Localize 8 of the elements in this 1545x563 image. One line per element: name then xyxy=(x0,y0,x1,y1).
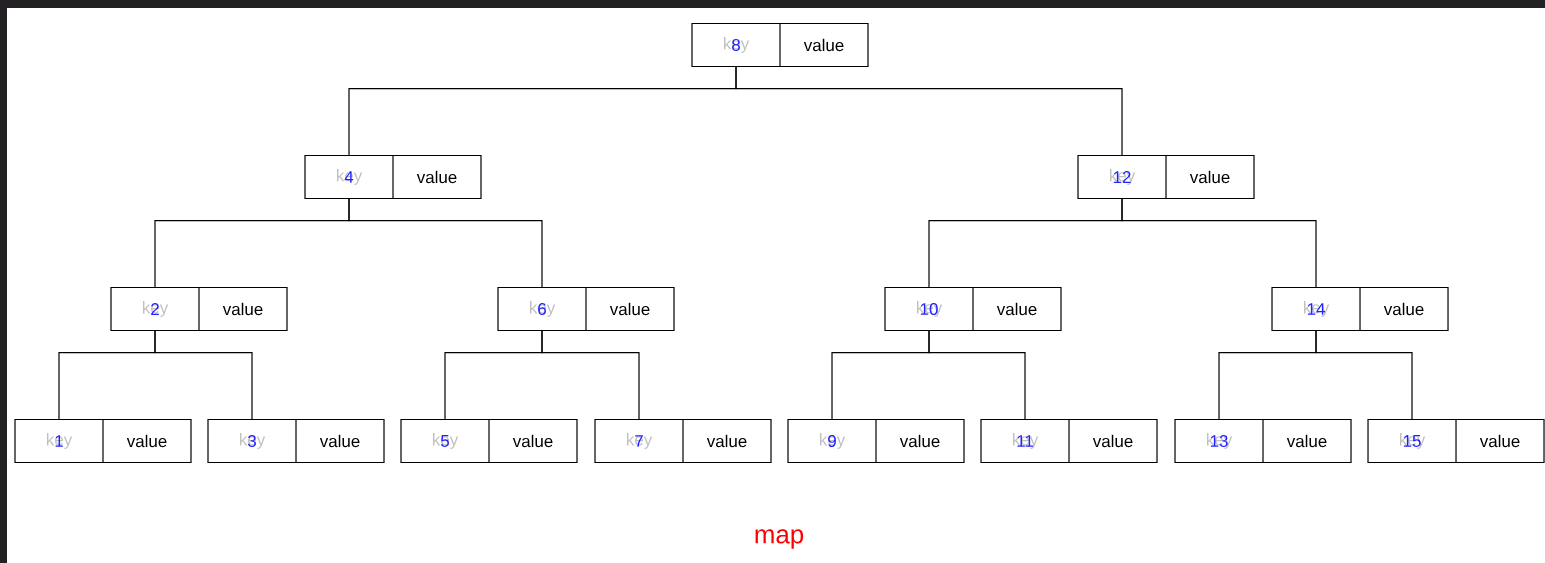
tree-connector xyxy=(348,198,543,288)
tree-connector xyxy=(1315,330,1413,420)
tree-connector xyxy=(735,66,1123,156)
tree-connector xyxy=(1121,198,1317,288)
tree-connector xyxy=(154,330,253,420)
caption: map xyxy=(755,529,804,549)
tree-connector xyxy=(541,330,640,420)
tree-connector xyxy=(928,330,1026,420)
